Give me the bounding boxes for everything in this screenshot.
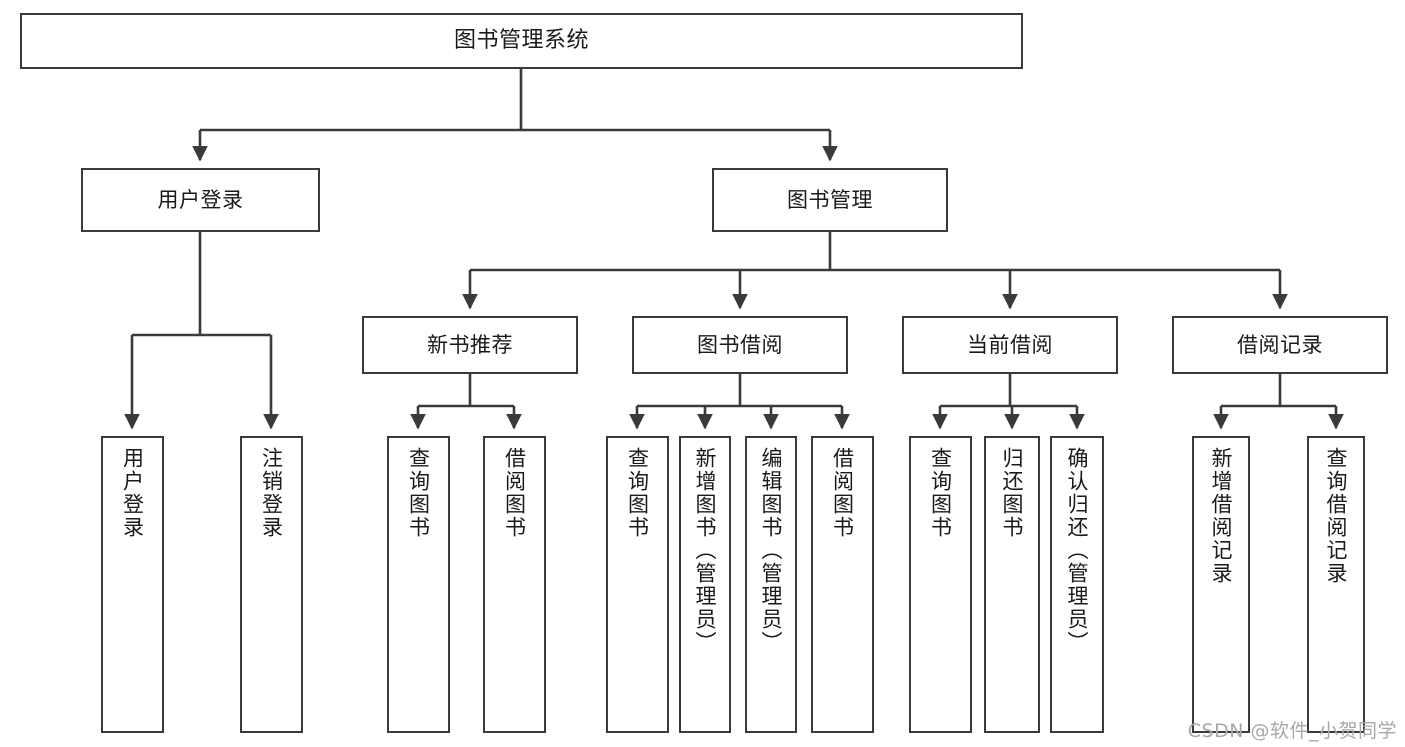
node-leaf-rec-borrow-label: 借阅图书 bbox=[502, 447, 527, 539]
node-book-borrow-label: 图书借阅 bbox=[697, 332, 783, 357]
node-leaf-borrow-take-label: 借阅图书 bbox=[830, 447, 855, 539]
node-new-book-rec[interactable]: 新书推荐 bbox=[362, 316, 578, 374]
node-leaf-borrow-query-label: 查询图书 bbox=[625, 447, 650, 539]
node-leaf-cur-confirm[interactable]: 确认归还（管理员） bbox=[1050, 436, 1104, 733]
node-leaf-borrow-add-label: 新增图书（管理员） bbox=[693, 447, 718, 654]
node-borrow-record-label: 借阅记录 bbox=[1237, 332, 1323, 357]
node-leaf-borrow-edit-label: 编辑图书（管理员） bbox=[759, 447, 784, 654]
node-leaf-cur-query-label: 查询图书 bbox=[928, 447, 953, 539]
node-leaf-user-login-label: 用户登录 bbox=[120, 447, 145, 539]
node-leaf-cur-return-label: 归还图书 bbox=[1000, 447, 1025, 539]
node-root[interactable]: 图书管理系统 bbox=[20, 13, 1023, 69]
node-root-label: 图书管理系统 bbox=[453, 28, 589, 54]
node-leaf-cur-confirm-label: 确认归还（管理员） bbox=[1065, 447, 1090, 654]
node-leaf-user-logout[interactable]: 注销登录 bbox=[240, 436, 303, 733]
node-leaf-rec-query[interactable]: 查询图书 bbox=[387, 436, 450, 733]
node-current-borrow-label: 当前借阅 bbox=[967, 332, 1053, 357]
node-user-login-label: 用户登录 bbox=[157, 187, 244, 212]
node-user-login[interactable]: 用户登录 bbox=[81, 168, 320, 232]
node-leaf-user-login[interactable]: 用户登录 bbox=[101, 436, 164, 733]
node-leaf-rec-query-label: 查询图书 bbox=[406, 447, 431, 539]
node-leaf-rec-query2[interactable]: 查询借阅记录 bbox=[1307, 436, 1365, 733]
node-leaf-cur-query[interactable]: 查询图书 bbox=[909, 436, 972, 733]
node-borrow-record[interactable]: 借阅记录 bbox=[1172, 316, 1388, 374]
node-leaf-rec-query2-label: 查询借阅记录 bbox=[1324, 447, 1349, 585]
node-book-manage[interactable]: 图书管理 bbox=[712, 168, 948, 232]
node-leaf-cur-return[interactable]: 归还图书 bbox=[984, 436, 1040, 733]
node-leaf-user-logout-label: 注销登录 bbox=[259, 447, 284, 539]
node-current-borrow[interactable]: 当前借阅 bbox=[902, 316, 1118, 374]
node-book-manage-label: 图书管理 bbox=[787, 187, 873, 212]
node-leaf-borrow-edit[interactable]: 编辑图书（管理员） bbox=[745, 436, 797, 733]
node-leaf-borrow-query[interactable]: 查询图书 bbox=[606, 436, 669, 733]
watermark-text: CSDN @软件_小贺同学 bbox=[1187, 720, 1397, 742]
node-leaf-borrow-take[interactable]: 借阅图书 bbox=[811, 436, 874, 733]
node-leaf-borrow-add[interactable]: 新增图书（管理员） bbox=[679, 436, 731, 733]
node-book-borrow[interactable]: 图书借阅 bbox=[632, 316, 848, 374]
node-new-book-rec-label: 新书推荐 bbox=[427, 332, 513, 357]
node-leaf-rec-borrow[interactable]: 借阅图书 bbox=[483, 436, 546, 733]
node-leaf-rec-add[interactable]: 新增借阅记录 bbox=[1192, 436, 1250, 733]
node-leaf-rec-add-label: 新增借阅记录 bbox=[1209, 447, 1234, 585]
